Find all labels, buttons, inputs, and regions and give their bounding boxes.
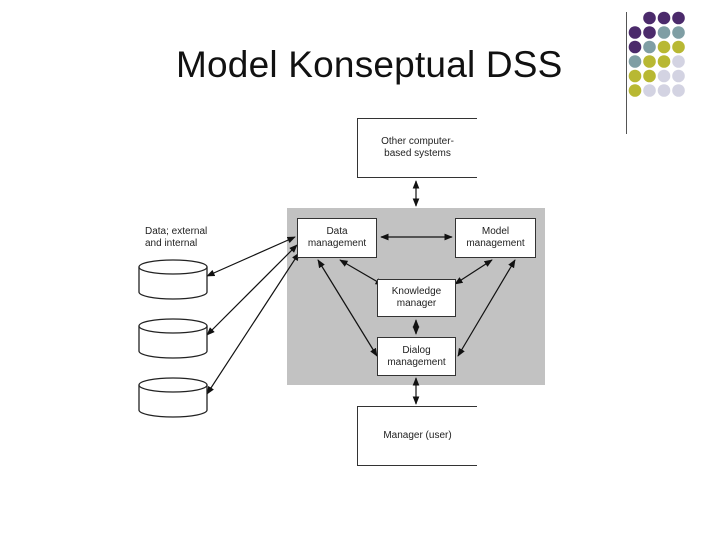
decorative-dot [657, 84, 671, 97]
decorative-dot [628, 55, 642, 68]
decorative-dot [628, 40, 642, 54]
decorative-dot [657, 55, 671, 68]
decorative-dot [657, 11, 671, 25]
decorative-dot [672, 69, 685, 83]
decorative-dot [672, 84, 685, 97]
node-knowledge-manager: Knowledge manager [377, 279, 456, 317]
database-cylinder-2 [138, 318, 208, 359]
decorative-dot [672, 55, 685, 68]
edge-model-knowledge [454, 259, 493, 285]
decorative-dot-grid [628, 11, 685, 97]
decorative-dot [657, 40, 671, 54]
edge-data-dialog [317, 259, 378, 357]
node-dialog-management: Dialog management [377, 337, 456, 376]
decorative-dot [657, 26, 671, 39]
decorative-dot [657, 69, 671, 83]
decorative-dot [643, 55, 656, 68]
database-cylinder-3 [138, 377, 208, 418]
data-sources-label: Data; external and internal [145, 226, 208, 249]
decorative-dot [643, 11, 656, 25]
node-other-systems: Other computer- based systems [357, 118, 477, 178]
decorative-dot [672, 26, 685, 39]
decorative-dot [628, 69, 642, 83]
decorative-dot [643, 84, 656, 97]
page-title: Model Konseptual DSS [176, 44, 563, 85]
edge-db2-data [206, 244, 298, 336]
node-data-management: Data management [297, 218, 377, 258]
edge-model-dialog [457, 259, 516, 357]
decorative-dot [628, 84, 642, 97]
node-model-management: Model management [455, 218, 536, 258]
decorative-dot [643, 40, 656, 54]
decorative-vertical-line [626, 12, 627, 134]
edge-db1-data [206, 236, 296, 277]
edge-db3-data [206, 252, 300, 395]
database-cylinder-1 [138, 259, 208, 300]
decorative-dot [643, 69, 656, 83]
decorative-dot [628, 26, 642, 39]
decorative-dot [643, 26, 656, 39]
decorative-dot [672, 40, 685, 54]
node-manager-user: Manager (user) [357, 406, 477, 466]
decorative-dot [672, 11, 685, 25]
